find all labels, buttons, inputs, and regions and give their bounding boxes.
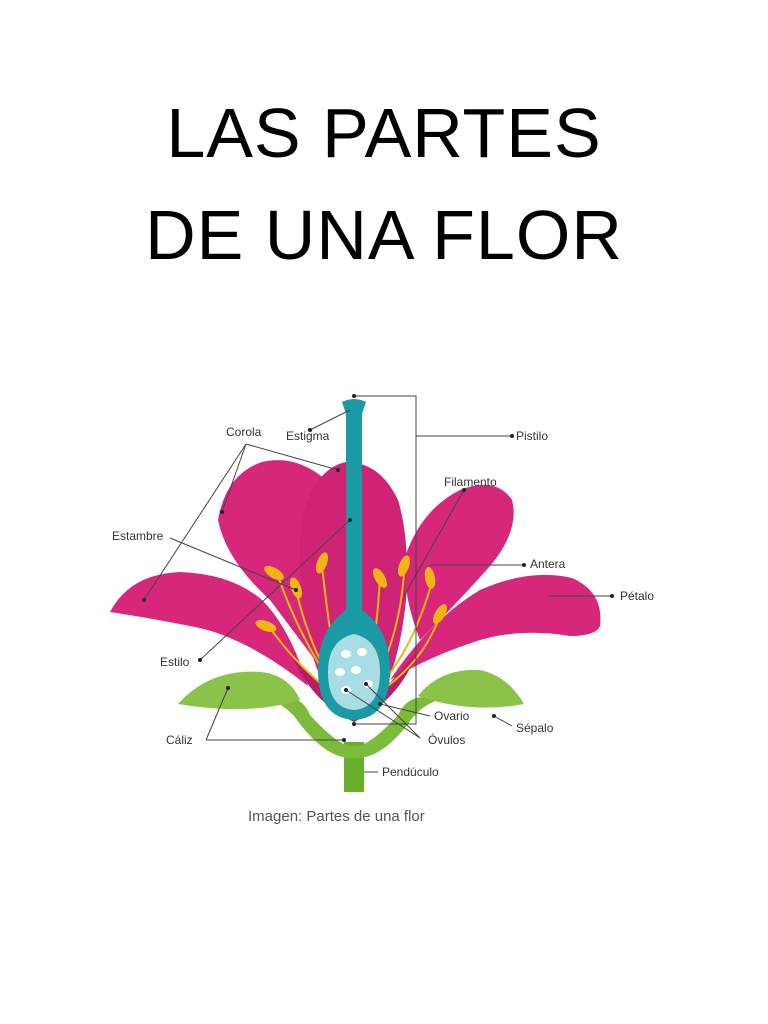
label-antera: Antera (530, 557, 566, 571)
sepal-left (178, 671, 300, 710)
petal-upper-right (404, 484, 514, 640)
image-caption: Imagen: Partes de una flor (248, 808, 425, 825)
petal-shading (290, 650, 418, 722)
label-estilo: Estilo (160, 655, 190, 669)
pistil (318, 399, 390, 720)
flower-diagram: Corola Estigma Pistilo Filamento Estambr… (110, 394, 654, 792)
title-line-2: DE UNA FLOR (145, 196, 623, 274)
label-petalo: Pétalo (620, 589, 654, 603)
label-ovario: Ovario (434, 709, 470, 723)
anthers (255, 552, 447, 633)
label-corola: Corola (226, 425, 262, 439)
label-filamento: Filamento (444, 475, 497, 489)
leader-lines (143, 395, 612, 773)
petal-far-right (390, 574, 601, 680)
label-pistilo: Pistilo (516, 429, 548, 443)
leader-dots (142, 394, 614, 742)
ovules (335, 648, 373, 694)
label-estigma: Estigma (286, 429, 330, 443)
label-peduculo: Pendúculo (382, 765, 439, 779)
sepal-right (418, 669, 524, 708)
label-caliz: Cáliz (166, 733, 193, 747)
label-estambre: Estambre (112, 529, 164, 543)
label-sepalo: Sépalo (516, 721, 554, 735)
petal-far-left (110, 572, 308, 686)
title-line-1: LAS PARTES (166, 94, 602, 172)
label-ovulos: Óvulos (428, 732, 465, 747)
